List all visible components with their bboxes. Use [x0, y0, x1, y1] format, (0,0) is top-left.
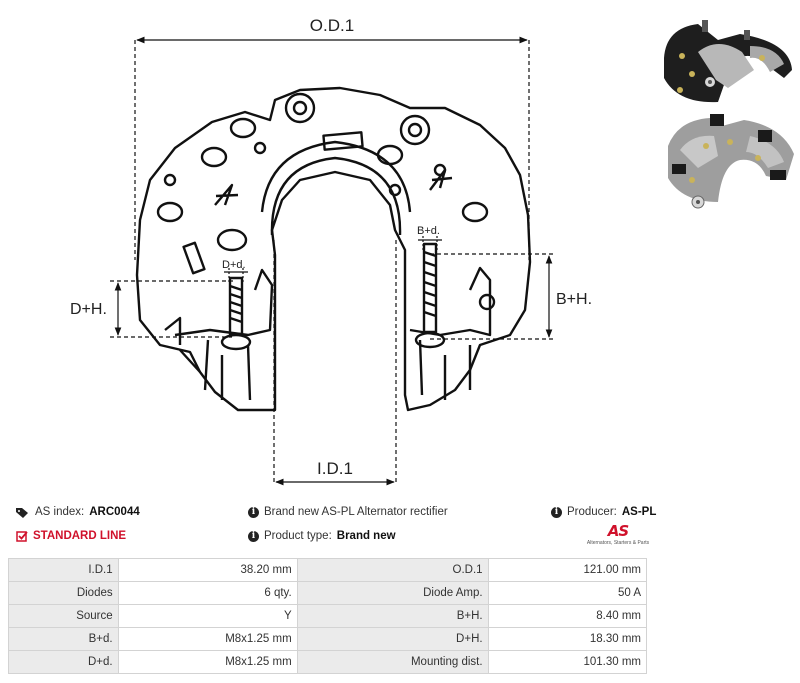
id1-label: I.D.1: [317, 459, 353, 478]
spec-label: Mounting dist.: [296, 650, 489, 674]
product-type-value: Brand new: [336, 530, 396, 542]
standard-line-text: STANDARD LINE: [33, 530, 127, 542]
product-photo-bottom: [668, 114, 794, 209]
spec-value: 18.30 mm: [487, 627, 648, 651]
as-logo-mark: AS: [607, 522, 629, 540]
bd-label: B+d.: [417, 225, 440, 237]
info-icon: i: [248, 530, 259, 542]
as-index-value: ARC0044: [89, 506, 140, 518]
info-icon: i: [248, 506, 259, 518]
as-index-label: AS index:: [35, 506, 85, 518]
spec-value: 121.00 mm: [487, 558, 648, 582]
producer-value: AS-PL: [621, 506, 657, 518]
spec-label: O.D.1: [296, 558, 489, 582]
product-type: i Product type: Brand new: [248, 530, 396, 542]
as-logo: AS Alternators, Starters & Parts: [585, 522, 651, 546]
brand-info: i Brand new AS-PL Alternator rectifier: [248, 506, 448, 518]
product-photo-top: [664, 20, 792, 103]
spec-value: 6 qty.: [117, 581, 298, 605]
spec-value: M8x1.25 mm: [117, 627, 298, 651]
spec-label: B+H.: [296, 604, 489, 628]
brand-text: Brand new AS-PL Alternator rectifier: [264, 506, 448, 518]
spec-value: M8x1.25 mm: [117, 650, 298, 674]
dh-label: D+H.: [70, 301, 107, 318]
technical-drawing: O.D.1 I.D.1 D+H. B+H. D+d. B+d.: [70, 16, 592, 486]
standard-line: STANDARD LINE: [16, 530, 126, 542]
as-logo-tagline: Alternators, Starters & Parts: [586, 540, 650, 546]
producer: i Producer: AS-PL: [551, 506, 656, 518]
spec-value: Y: [117, 604, 298, 628]
spec-value: 101.30 mm: [487, 650, 648, 674]
producer-label: Producer:: [567, 506, 617, 518]
rectifier-outline: [135, 86, 532, 412]
dd-label: D+d.: [222, 259, 246, 271]
spec-label: D+d.: [8, 650, 119, 674]
spec-value: 38.20 mm: [117, 558, 298, 582]
spec-label: Diode Amp.: [296, 581, 489, 605]
od1-label: O.D.1: [310, 16, 354, 35]
tag-icon: [16, 507, 28, 518]
spec-label: I.D.1: [8, 558, 119, 582]
spec-label: Source: [8, 604, 119, 628]
bh-label: B+H.: [556, 291, 592, 308]
spec-label: Diodes: [8, 581, 119, 605]
spec-label: D+H.: [296, 627, 489, 651]
spec-label: B+d.: [8, 627, 119, 651]
info-icon: i: [551, 506, 562, 518]
checkbox-icon: [16, 531, 28, 542]
as-index: AS index: ARC0044: [16, 506, 140, 518]
product-type-label: Product type:: [264, 530, 332, 542]
dimension-lines: [110, 36, 555, 486]
spec-value: 8.40 mm: [487, 604, 648, 628]
spec-value: 50 A: [487, 581, 648, 605]
